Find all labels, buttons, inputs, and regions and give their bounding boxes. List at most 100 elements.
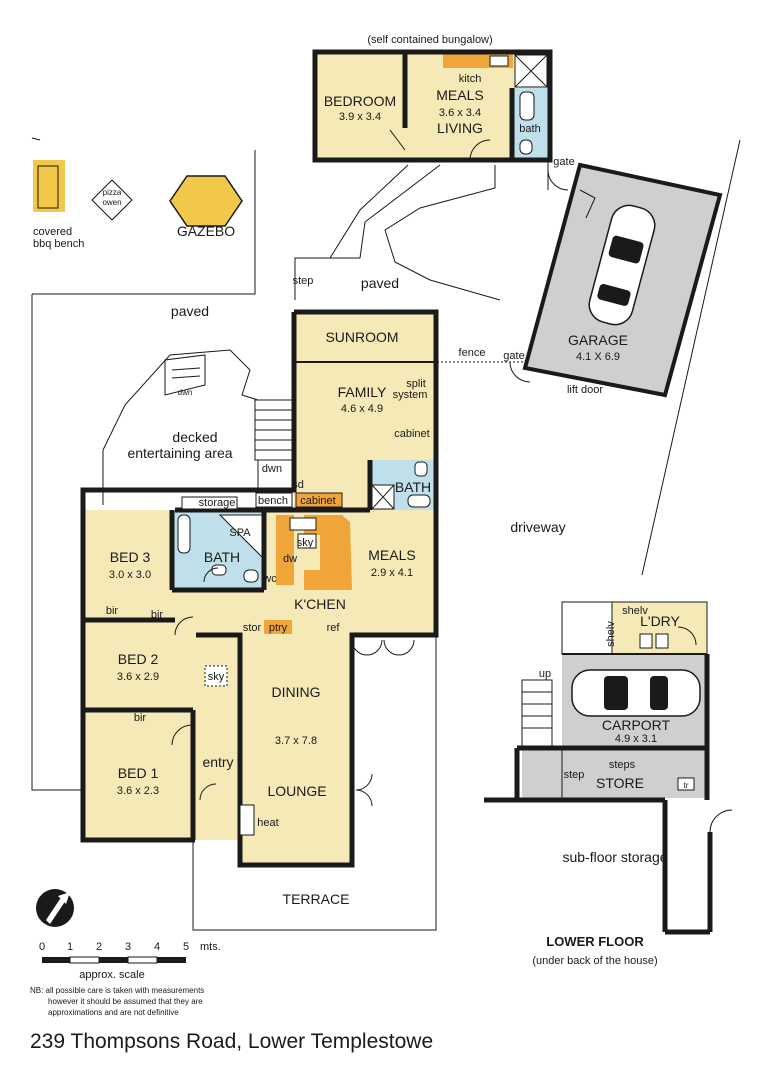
dw-label: dw [283,553,297,565]
heat-label: heat [257,817,278,829]
bir3-label: bir [134,712,147,724]
lounge-label: LOUNGE [267,783,326,799]
covered-label: covered [33,226,72,238]
lift-door-label: lift door [567,384,603,396]
garage: GARAGE 4.1 X 6.9 lift door [522,162,723,398]
subfloor-label: sub-floor storage [562,849,667,865]
steps-label: steps [609,759,636,771]
tr-label: tr [684,781,689,790]
bungalow-bedroom-size: 3.9 x 3.4 [339,111,381,123]
kitch-label: kitch [459,73,482,85]
bed3-label: BED 3 [110,549,151,565]
disclaimer: NB: all possible care is taken with meas… [30,986,204,1017]
gate-mid-label: gate [503,350,524,362]
cabinet2-label: cabinet [300,495,335,507]
entertaining-area-label: entertaining area [127,445,232,461]
kitchen-label: K'CHEN [294,596,346,612]
spa-label: SPA [229,527,251,539]
meals-main-label: MEALS [368,547,415,563]
lower-step-label: step [564,769,585,781]
main-bath-label: BATH [395,479,431,495]
owen-label: owen [102,198,121,207]
ptry-label: ptry [269,622,288,634]
sky1-label: sky [297,537,314,549]
scale-tick-4: 4 [154,941,160,953]
living-label: LIVING [437,120,483,136]
paved-top-label: paved [361,275,399,291]
scale-bar: 0 1 2 3 4 5 mts. approx. scale [39,941,221,981]
lower-floor: up shelv shelv L'DRY CARPORT 4.9 x 3.1 s… [484,601,733,967]
garage-label: GARAGE [568,332,628,348]
split-label: split [406,378,426,390]
scale-tick-0: 0 [39,941,45,953]
bungalow-bedroom-label: BEDROOM [324,93,396,109]
scale-tick-5: 5 [183,941,189,953]
garage-car-icon [588,204,656,326]
sunroom-label: SUNROOM [325,329,398,345]
pizza-label: pizza [103,188,122,197]
deck-dwn-label: dwn [178,388,193,397]
gazebo-label: GAZEBO [177,223,235,239]
laundry-label: L'DRY [640,613,680,629]
bbq-bench-label: bbq bench [33,238,84,250]
meals-label: MEALS [436,87,483,103]
lower-floor-title: LOWER FLOOR [546,934,644,949]
bath2-label: BATH [204,549,240,565]
bed2-label: BED 2 [118,651,159,667]
bungalow: (self contained bungalow) BEDROOM 3.9 x … [312,34,553,163]
carport-car-icon [571,669,701,717]
bed1-label: BED 1 [118,765,159,781]
step-label: step [293,275,314,287]
scale-tick-3: 3 [125,941,131,953]
property-address: 239 Thompsons Road, Lower Templestowe [30,1030,433,1053]
up-label: up [539,668,551,680]
bungalow-caption: (self contained bungalow) [367,34,492,46]
entry-label: entry [202,754,233,770]
lower-floor-subtitle: (under back of the house) [532,955,657,967]
family-size: 4.6 x 4.9 [341,403,383,415]
storage-label: storage [199,497,236,509]
driveway-label: driveway [510,519,565,535]
sd-label: sd [292,479,304,491]
ref-label: ref [327,622,341,634]
carport-size: 4.9 x 3.1 [615,733,657,745]
scale-tick-2: 2 [96,941,102,953]
disclaimer-line-1: NB: all possible care is taken with meas… [30,986,204,995]
family-label: FAMILY [338,384,387,400]
bench-label: bench [258,495,288,507]
sky2-label: sky [208,671,225,683]
scale-unit: mts. [200,941,221,953]
scale-tick-1: 1 [67,941,73,953]
bed2-size: 3.6 x 2.9 [117,671,159,683]
disclaimer-line-2: however it should be assumed that they a… [48,997,203,1006]
terrace-label: TERRACE [283,891,350,907]
stor-label: stor [243,622,262,634]
bir1-label: bir [106,605,119,617]
bed3-size: 3.0 x 3.0 [109,569,151,581]
paved-left-label: paved [171,303,209,319]
outdoor: covered bbq bench pizza owen GAZEBO pave… [31,137,741,791]
compass-icon [36,889,74,927]
dining-label: DINING [272,684,321,700]
meals-main-size: 2.9 x 4.1 [371,567,413,579]
meals-size: 3.6 x 3.4 [439,107,481,119]
cabinet-label: cabinet [394,428,429,440]
bed1-size: 3.6 x 2.3 [117,785,159,797]
dining-size: 3.7 x 7.8 [275,735,317,747]
gate-top-label: gate [553,156,574,168]
disclaimer-line-3: approximations and are not definitive [48,1008,179,1017]
system-label: system [393,389,428,401]
fence-label: fence [459,347,486,359]
store-label: STORE [596,775,644,791]
decked-label: decked [172,429,217,445]
bir2-label: bir [151,609,164,621]
shelv2-label: shelv [605,621,617,647]
shelv1-label: shelv [622,605,648,617]
wc-label: wc [262,573,277,585]
carport-label: CARPORT [602,717,671,733]
scale-caption: approx. scale [79,969,144,981]
bungalow-bath-label: bath [519,123,540,135]
main-house: SUNROOM FAMILY 4.6 x 4.9 split system ca… [80,309,439,931]
stairs-dwn-label: dwn [262,463,282,475]
